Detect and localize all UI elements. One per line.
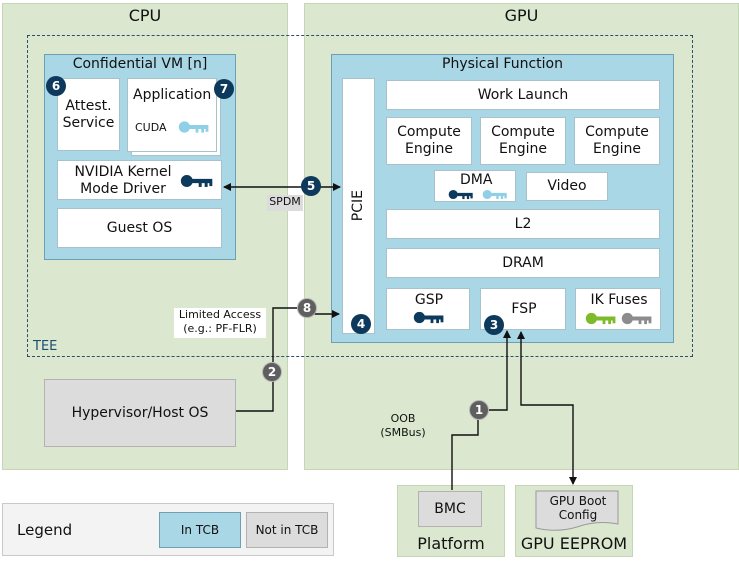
pcie-block: PCIE — [342, 78, 375, 334]
key-icon — [482, 189, 508, 200]
limited-access-label: Limited Access (e.g.: PF-FLR) — [174, 308, 266, 338]
bmc: BMC — [418, 491, 482, 527]
step-badge-4: 4 — [351, 314, 371, 334]
legend-not-in-tcb-label: Not in TCB — [255, 522, 319, 537]
guest-os-label: Guest OS — [106, 219, 173, 236]
compute-engine-label: Compute Engine — [491, 124, 555, 157]
hypervisor-host-os: Hypervisor/Host OS — [44, 379, 236, 447]
bmc-label: BMC — [434, 500, 466, 517]
attestation-service: Attest. Service — [57, 78, 120, 151]
oob-label: OOB (SMBus) — [375, 412, 431, 442]
video-label: Video — [547, 178, 587, 195]
compute-engine-3: Compute Engine — [574, 117, 660, 165]
l2-cache: L2 — [386, 209, 660, 239]
cpu-title: CPU — [128, 6, 162, 26]
dma-label: DMA — [460, 172, 493, 188]
dma: DMA — [434, 170, 516, 202]
gpu-boot-config-document — [535, 490, 619, 531]
video: Video — [526, 172, 608, 201]
key-icon — [448, 189, 474, 200]
platform-label: Platform — [417, 534, 485, 554]
gpu-title: GPU — [504, 6, 539, 26]
gpu-boot-config-label: GPU Boot Config — [549, 493, 607, 522]
legend: Legend In TCB Not in TCB — [2, 503, 334, 556]
key-icon — [585, 312, 617, 325]
gsp-label: GSP — [414, 291, 444, 308]
kernel-mode-driver-label: NVIDIA Kernel Mode Driver — [74, 164, 172, 197]
fsp-label: FSP — [511, 300, 537, 317]
pcie-label: PCIE — [350, 190, 367, 222]
gpu-eeprom-label: GPU EEPROM — [520, 534, 628, 554]
tee-boundary — [27, 35, 693, 357]
kernel-mode-driver: NVIDIA Kernel Mode Driver — [57, 160, 222, 200]
dram: DRAM — [386, 248, 660, 278]
step-badge-6: 6 — [46, 76, 66, 96]
dram-label: DRAM — [502, 254, 544, 271]
work-launch-label: Work Launch — [477, 86, 569, 103]
spdm-label: SPDM — [267, 195, 303, 211]
ik-fuses: IK Fuses — [575, 288, 661, 330]
work-launch: Work Launch — [386, 80, 660, 110]
step-badge-2: 2 — [262, 362, 282, 382]
step-badge-8: 8 — [297, 298, 317, 318]
step-badge-5: 5 — [301, 176, 321, 196]
fsp: FSP — [480, 288, 566, 330]
ik-fuses-label: IK Fuses — [590, 291, 648, 308]
limited-access-line1: Limited Access — [178, 308, 262, 321]
legend-not-in-tcb: Not in TCB — [246, 512, 328, 548]
guest-os: Guest OS — [57, 208, 222, 248]
step-badge-3: 3 — [484, 315, 504, 335]
attestation-service-label: Attest. Service — [62, 97, 115, 131]
legend-title: Legend — [17, 521, 73, 539]
physical-function-title: Physical Function — [442, 55, 563, 72]
key-icon — [180, 174, 214, 188]
compute-engine-label: Compute Engine — [585, 124, 649, 157]
cuda-label: CUDA — [135, 121, 167, 134]
key-icon — [413, 311, 445, 324]
key-icon — [621, 312, 653, 325]
application: Application CUDA — [127, 78, 217, 152]
legend-in-tcb-label: In TCB — [180, 522, 220, 537]
legend-in-tcb: In TCB — [159, 512, 241, 548]
key-icon — [178, 120, 210, 134]
compute-engine-1: Compute Engine — [386, 117, 472, 165]
tee-label: TEE — [33, 339, 58, 354]
oob-line1: OOB — [390, 412, 416, 425]
oob-line2: (SMBus) — [380, 425, 426, 439]
step-badge-1: 1 — [469, 400, 489, 420]
compute-engine-2: Compute Engine — [480, 117, 566, 165]
compute-engine-label: Compute Engine — [397, 124, 461, 157]
gsp: GSP — [386, 288, 470, 330]
application-label: Application — [133, 87, 212, 103]
l2-label: L2 — [514, 215, 532, 232]
limited-access-line2: (e.g.: PF-FLR) — [183, 321, 257, 335]
step-badge-7: 7 — [214, 79, 234, 99]
confidential-vm-title: Confidential VM [n] — [72, 55, 208, 72]
hypervisor-host-os-label: Hypervisor/Host OS — [71, 404, 209, 421]
